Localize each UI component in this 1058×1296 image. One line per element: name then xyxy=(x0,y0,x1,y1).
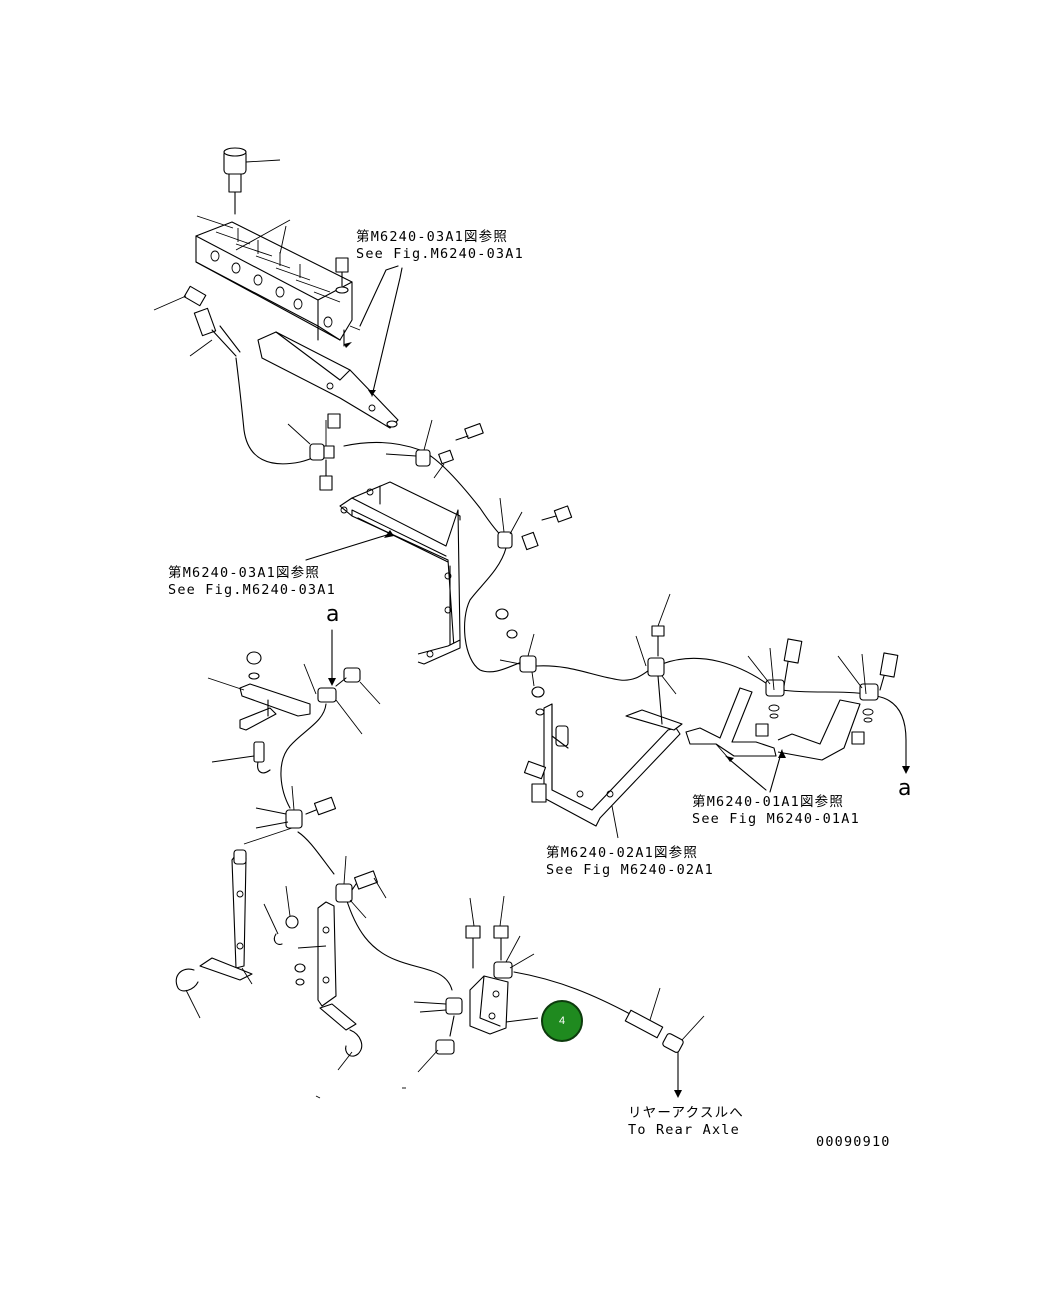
drawing-number: 00090910 xyxy=(816,1134,891,1150)
hose-middle xyxy=(464,547,907,741)
elbow-fitting-left xyxy=(153,285,241,357)
destination-label-ja: リヤーアクスルへ xyxy=(628,1105,744,1121)
clip-bolt-mid xyxy=(497,497,573,551)
rear-axle-fitting xyxy=(624,987,705,1098)
ref-label-top-en: See Fig.M6240-03A1 xyxy=(356,246,524,262)
coupler-fitting xyxy=(223,147,281,215)
hose-lower-left xyxy=(280,703,631,1015)
left-bracket-upper xyxy=(207,651,381,774)
ref-label-center-en: See Fig M6240-02A1 xyxy=(546,862,714,878)
bolt-clip-center xyxy=(635,593,677,695)
ref-label-right-ja: 第M6240-01A1図参照 xyxy=(692,794,845,810)
clip-lower-left xyxy=(243,785,337,845)
ref-label-center-ja: 第M6240-02A1図参照 xyxy=(546,845,699,861)
junction-block xyxy=(195,215,353,341)
destination-label-en: To Rear Axle xyxy=(628,1122,740,1138)
center-bracket-assembly xyxy=(523,675,683,839)
bottom-clip-bracket xyxy=(413,895,539,1073)
connection-mark-left: a xyxy=(326,602,340,627)
clips-upper xyxy=(287,413,484,491)
ref-label-middle-en: See Fig.M6240-03A1 xyxy=(168,582,336,598)
misc-leaders xyxy=(315,1087,406,1099)
part-callout-4[interactable]: 4 xyxy=(541,1000,583,1042)
connection-mark-right: a xyxy=(898,776,912,801)
right-bracket xyxy=(685,638,899,761)
ref-label-middle-ja: 第M6240-03A1図参照 xyxy=(168,565,321,581)
center-stay xyxy=(297,855,387,1071)
ref-label-right-en: See Fig M6240-01A1 xyxy=(692,811,860,827)
main-frame-bracket xyxy=(339,481,461,665)
top-bracket xyxy=(257,257,403,429)
washers-left xyxy=(495,608,545,716)
ref-label-top-ja: 第M6240-03A1図参照 xyxy=(356,229,509,245)
left-stay xyxy=(175,849,306,1019)
ref-arrows-right xyxy=(305,342,910,793)
clip-mid-left xyxy=(499,633,537,687)
